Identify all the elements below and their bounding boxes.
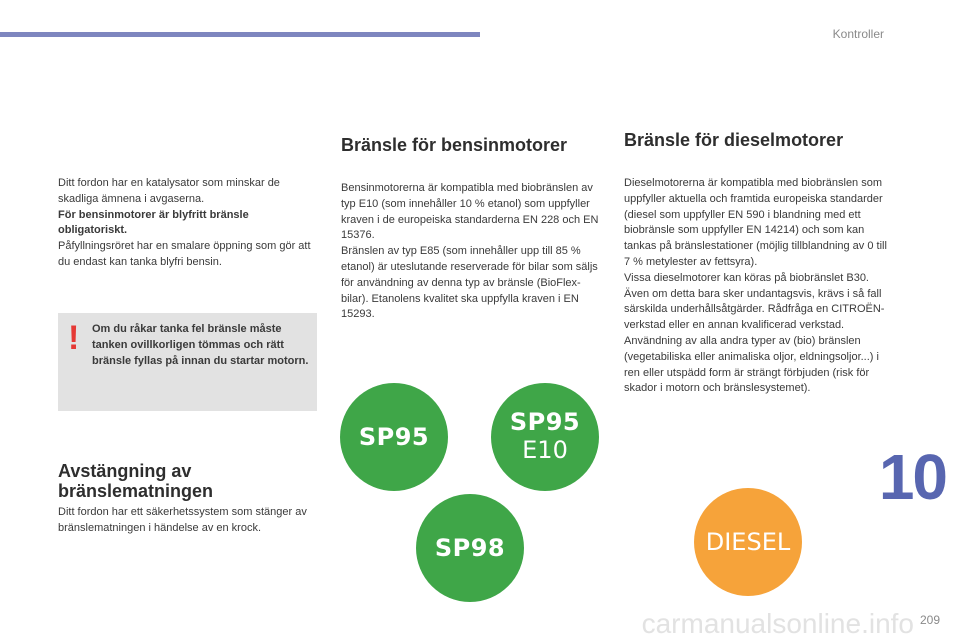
diesel-heading: Bränsle för dieselmotorer	[624, 130, 844, 150]
badge-label: SP95	[509, 408, 581, 436]
badge-sublabel: E10	[522, 436, 568, 464]
page-number: 209	[919, 613, 940, 627]
badge-label: DIESEL	[705, 528, 791, 556]
exclamation-icon: !	[68, 319, 80, 357]
petrol-heading: Bränsle för bensinmotorer	[341, 135, 568, 155]
catalyst-intro: Ditt fordon har en katalysator som minsk…	[58, 176, 316, 271]
badge-label: SP98	[434, 534, 506, 562]
petrol-paragraph: Bränslen av typ E85 (som innehåller upp …	[341, 245, 598, 321]
diesel-paragraph: Användning av alla andra typer av (bio) …	[624, 334, 879, 395]
chapter-number: 10	[878, 441, 948, 513]
sp98-badge: SP98	[416, 494, 524, 602]
diesel-paragraph: Vissa dieselmotorer kan köras på biobrän…	[624, 271, 885, 332]
warning-text: Om du råkar tanka fel bränsle måste tank…	[92, 323, 309, 368]
intro-paragraph-bold: För bensinmotorer är blyfritt bränsle ob…	[58, 208, 249, 237]
diesel-paragraph: Dieselmotorerna är kompatibla med biobrä…	[624, 177, 887, 268]
shutoff-paragraph: Ditt fordon har ett säkerhetssystem som …	[58, 506, 307, 534]
badge-label: SP95	[358, 423, 430, 451]
sp95-badge: SP95	[340, 383, 448, 491]
header-accent-bar	[0, 32, 480, 37]
petrol-text: Bensinmotorerna är kompatibla med biobrä…	[341, 181, 601, 323]
diesel-badge: DIESEL	[694, 488, 802, 596]
diesel-text: Dieselmotorerna är kompatibla med biobrä…	[624, 176, 888, 397]
petrol-paragraph: Bensinmotorerna är kompatibla med biobrä…	[341, 182, 599, 242]
watermark: carmanualsonline.info	[641, 608, 914, 639]
intro-paragraph: Ditt fordon har en katalysator som minsk…	[58, 177, 280, 205]
shutoff-text: Ditt fordon har ett säkerhetssystem som …	[58, 505, 316, 537]
shutoff-heading: Avstängning av bränslematningen	[58, 461, 214, 501]
warning-box: ! Om du råkar tanka fel bränsle måste ta…	[58, 313, 317, 411]
sp95-e10-badge: SP95 E10	[491, 383, 599, 491]
section-name: Kontroller	[832, 27, 884, 41]
intro-paragraph: Påfyllningsröret har en smalare öppning …	[58, 240, 311, 268]
